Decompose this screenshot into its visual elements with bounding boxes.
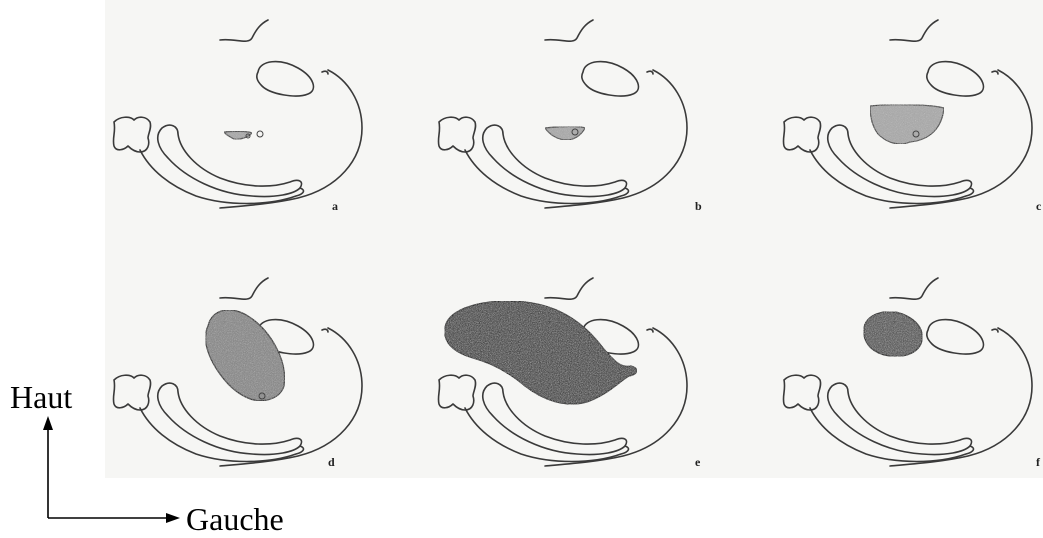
mass-shape-f (864, 312, 922, 357)
panel-d: d (113, 278, 362, 469)
panel-letter-e: e (695, 455, 701, 469)
panel-letter-c: c (1036, 199, 1042, 213)
panel-a: a (113, 20, 362, 213)
orientation-indicator: Haut Gauche (10, 379, 284, 537)
panel-letter-f: f (1036, 455, 1041, 469)
mass-shape-c (870, 105, 944, 144)
panel-c: c (783, 20, 1042, 213)
right-arrow-icon (166, 513, 180, 523)
panel-letter-a: a (332, 199, 338, 213)
mass-shape-b (545, 127, 585, 141)
panel-letter-d: d (328, 455, 335, 469)
right-direction-label: Gauche (186, 501, 284, 537)
panel-letter-b: b (695, 199, 702, 213)
panel-b: b (438, 20, 702, 213)
up-direction-label: Haut (10, 379, 72, 415)
panel-f: f (783, 278, 1041, 469)
up-arrow-icon (43, 416, 53, 430)
panel-e: e (438, 278, 701, 469)
mass-shape-d (206, 310, 285, 401)
